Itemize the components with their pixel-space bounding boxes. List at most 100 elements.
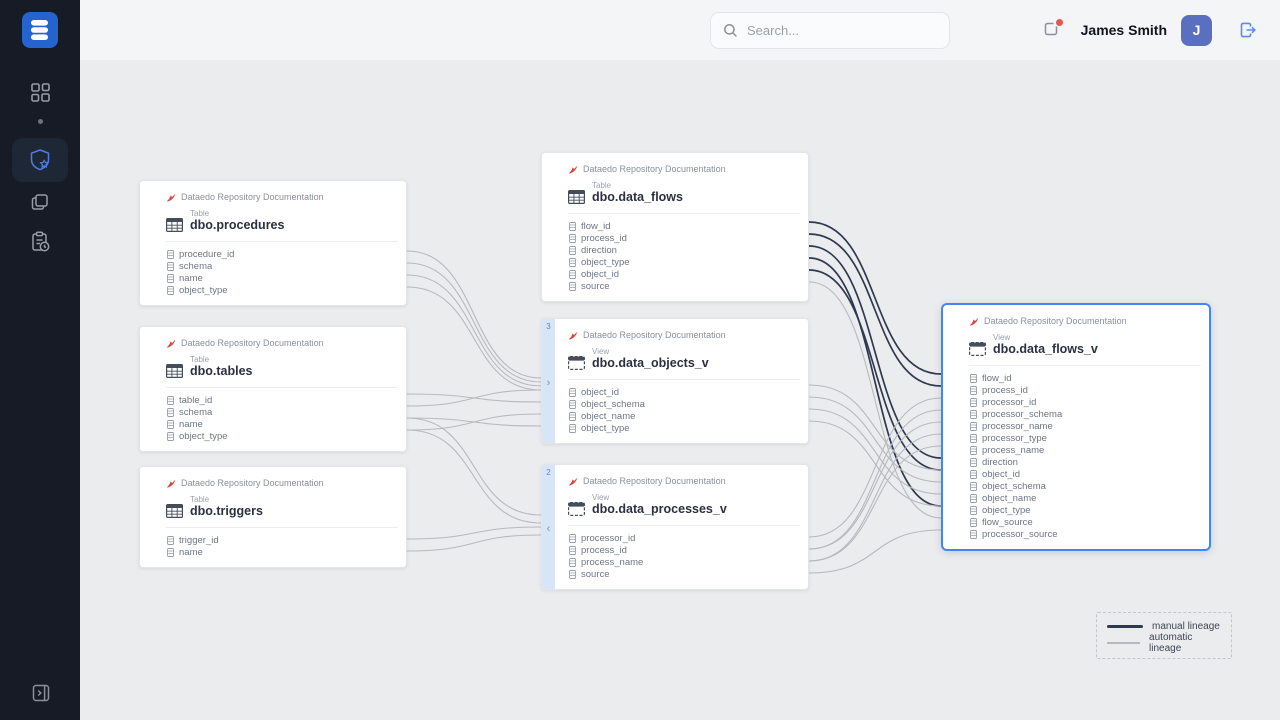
manual-lineage-edge <box>808 245 942 459</box>
field-name: schema <box>179 260 213 272</box>
field-row[interactable]: object_id <box>542 268 808 280</box>
field-name: processor_source <box>982 528 1058 540</box>
field-row[interactable]: trigger_id <box>140 534 406 546</box>
field-row[interactable]: name <box>140 546 406 558</box>
documentation-source: Dataedo Repository Documentation <box>568 164 800 174</box>
field-row[interactable]: object_type <box>140 430 406 442</box>
dashboard-grid-icon <box>30 82 50 102</box>
expand-lineage-chevron[interactable]: ‹ <box>546 523 551 535</box>
sidebar-indicator-dot <box>38 119 43 124</box>
field-row[interactable]: name <box>140 272 406 284</box>
search-box[interactable] <box>710 12 950 49</box>
lineage-legend: manual lineage automatic lineage <box>1096 612 1232 659</box>
dataedo-logo[interactable] <box>22 12 58 48</box>
automatic-lineage-edge <box>406 534 542 552</box>
field-name: processor_type <box>982 432 1047 444</box>
field-row[interactable]: processor_source <box>943 528 1209 540</box>
field-row[interactable]: direction <box>542 244 808 256</box>
column-icon <box>569 399 576 409</box>
sql-source-icon <box>166 339 176 347</box>
logout-button[interactable] <box>1238 20 1258 40</box>
field-row[interactable]: processor_name <box>943 420 1209 432</box>
field-row[interactable]: source <box>542 568 808 580</box>
field-row[interactable]: object_type <box>542 256 808 268</box>
field-name: trigger_id <box>179 534 219 546</box>
expand-lineage-chevron[interactable]: › <box>546 377 551 389</box>
automatic-lineage-edge <box>808 433 942 562</box>
field-row[interactable]: flow_source <box>943 516 1209 528</box>
field-row[interactable]: schema <box>140 406 406 418</box>
field-name: object_type <box>581 422 630 434</box>
field-row[interactable]: table_id <box>140 394 406 406</box>
automatic-lineage-edge <box>406 286 542 391</box>
field-row[interactable]: object_type <box>943 504 1209 516</box>
field-row[interactable]: object_id <box>542 386 808 398</box>
column-icon <box>569 423 576 433</box>
field-name: process_id <box>581 544 627 556</box>
field-row[interactable]: source <box>542 280 808 292</box>
notifications-button[interactable] <box>1043 19 1063 39</box>
field-row[interactable]: process_id <box>542 232 808 244</box>
field-row[interactable]: schema <box>140 260 406 272</box>
field-row[interactable]: flow_id <box>542 220 808 232</box>
field-row[interactable]: object_id <box>943 468 1209 480</box>
entity-name: dbo.data_flows_v <box>993 342 1098 356</box>
field-row[interactable]: object_schema <box>542 398 808 410</box>
view-icon <box>568 356 585 370</box>
field-row[interactable]: flow_id <box>943 372 1209 384</box>
column-icon <box>970 409 977 419</box>
field-row[interactable]: process_name <box>943 444 1209 456</box>
search-input[interactable] <box>747 23 937 38</box>
table-icon <box>166 218 183 232</box>
automatic-lineage-edge <box>808 445 942 562</box>
sidebar-item-dashboard[interactable] <box>0 72 80 112</box>
entity-name: dbo.data_flows <box>592 190 683 204</box>
field-row[interactable]: procedure_id <box>140 248 406 260</box>
field-row[interactable]: process_name <box>542 556 808 568</box>
field-row[interactable]: object_name <box>943 492 1209 504</box>
field-row[interactable]: object_type <box>140 284 406 296</box>
column-icon <box>970 457 977 467</box>
sidebar-item-audit[interactable] <box>0 222 80 262</box>
sidebar-item-data-quality[interactable] <box>12 138 68 182</box>
sql-source-icon <box>969 317 979 325</box>
field-row[interactable]: name <box>140 418 406 430</box>
field-row[interactable]: direction <box>943 456 1209 468</box>
entity-name: dbo.data_processes_v <box>592 502 727 516</box>
field-row[interactable]: object_type <box>542 422 808 434</box>
field-name: object_schema <box>982 480 1046 492</box>
column-icon <box>167 431 174 441</box>
automatic-lineage-edge <box>808 396 942 483</box>
expand-panel-button[interactable] <box>31 683 51 703</box>
field-name: flow_id <box>581 220 611 232</box>
notification-badge-dot <box>1055 19 1063 26</box>
field-row[interactable]: processor_schema <box>943 408 1209 420</box>
field-row[interactable]: processor_id <box>542 532 808 544</box>
column-icon <box>167 249 174 259</box>
field-row[interactable]: process_id <box>542 544 808 556</box>
field-row[interactable]: process_id <box>943 384 1209 396</box>
field-row[interactable]: object_schema <box>943 480 1209 492</box>
manual-lineage-edge <box>808 257 942 507</box>
field-name: name <box>179 546 203 558</box>
user-avatar[interactable]: J <box>1181 14 1212 46</box>
field-row[interactable]: object_name <box>542 410 808 422</box>
field-row[interactable]: processor_type <box>943 432 1209 444</box>
entity-type-label: Table <box>190 355 210 364</box>
sql-source-icon <box>568 331 578 339</box>
sidebar-item-collections[interactable] <box>0 182 80 222</box>
field-row[interactable]: processor_id <box>943 396 1209 408</box>
field-name: direction <box>581 244 617 256</box>
